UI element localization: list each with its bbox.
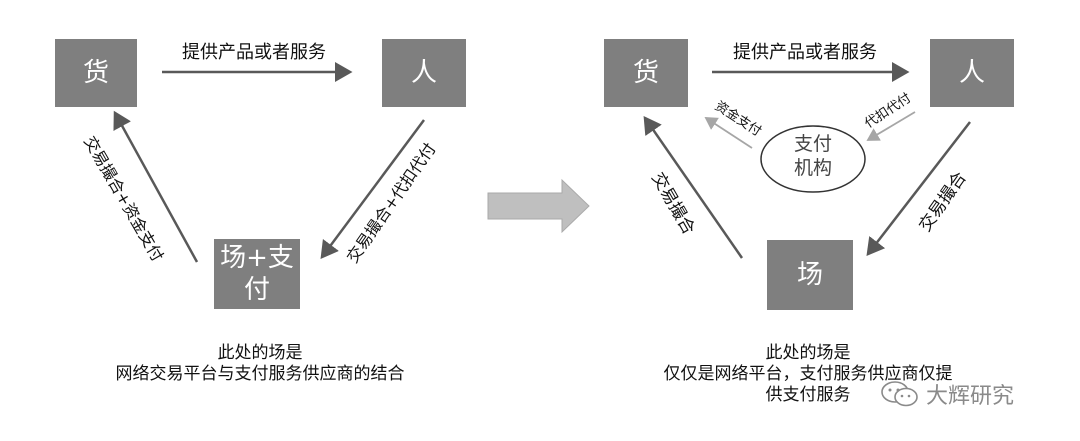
right-place-label: 场 [796, 259, 823, 290]
left-place-label-1: 场+支 [220, 242, 294, 273]
payment-org-line-1: 支付 [793, 133, 832, 155]
right-right-arrow [866, 121, 971, 256]
fund-pay-arrow [704, 117, 753, 149]
withhold-arrow [866, 111, 916, 141]
left-caption-line-1: 此处的场是 [217, 343, 303, 363]
right-caption-line-3: 供支付服务 [765, 385, 851, 405]
left-goods-label: 货 [82, 57, 109, 88]
payment-org-text: 支付 机构 [778, 132, 848, 180]
transition-arrow [487, 178, 590, 234]
wechat-icon [881, 381, 918, 407]
right-goods-label: 货 [632, 57, 659, 88]
left-place-box: 场+支 付 [214, 239, 300, 309]
right-place-box: 场 [767, 240, 853, 310]
right-goods-box: 货 [604, 39, 688, 107]
left-top-arrow-label: 提供产品或者服务 [182, 42, 326, 63]
watermark: 大辉研究 [880, 378, 1014, 410]
right-top-arrow-label: 提供产品或者服务 [733, 42, 877, 63]
watermark-text: 大辉研究 [926, 384, 1015, 409]
payment-org-line-2: 机构 [793, 157, 832, 179]
left-caption: 此处的场是 网络交易平台与支付服务供应商的结合 [60, 343, 460, 385]
left-goods-box: 货 [55, 39, 137, 107]
right-caption: 此处的场是 仅仅是网络平台，支付服务供应商仅提 供支付服务 [628, 343, 988, 406]
left-left-arrow [113, 110, 199, 263]
payment-org-ellipse [760, 125, 866, 193]
left-people-box: 人 [382, 39, 466, 107]
left-place-label-2: 付 [243, 275, 270, 305]
left-right-arrow [320, 119, 426, 260]
left-people-label: 人 [410, 57, 437, 88]
left-caption-line-2: 网络交易平台与支付服务供应商的结合 [115, 364, 405, 384]
right-caption-line-1: 此处的场是 [765, 343, 851, 363]
right-left-arrow [643, 115, 744, 259]
right-people-box: 人 [930, 39, 1014, 107]
right-people-label: 人 [958, 57, 985, 88]
right-caption-line-2: 仅仅是网络平台，支付服务供应商仅提 [663, 364, 953, 384]
